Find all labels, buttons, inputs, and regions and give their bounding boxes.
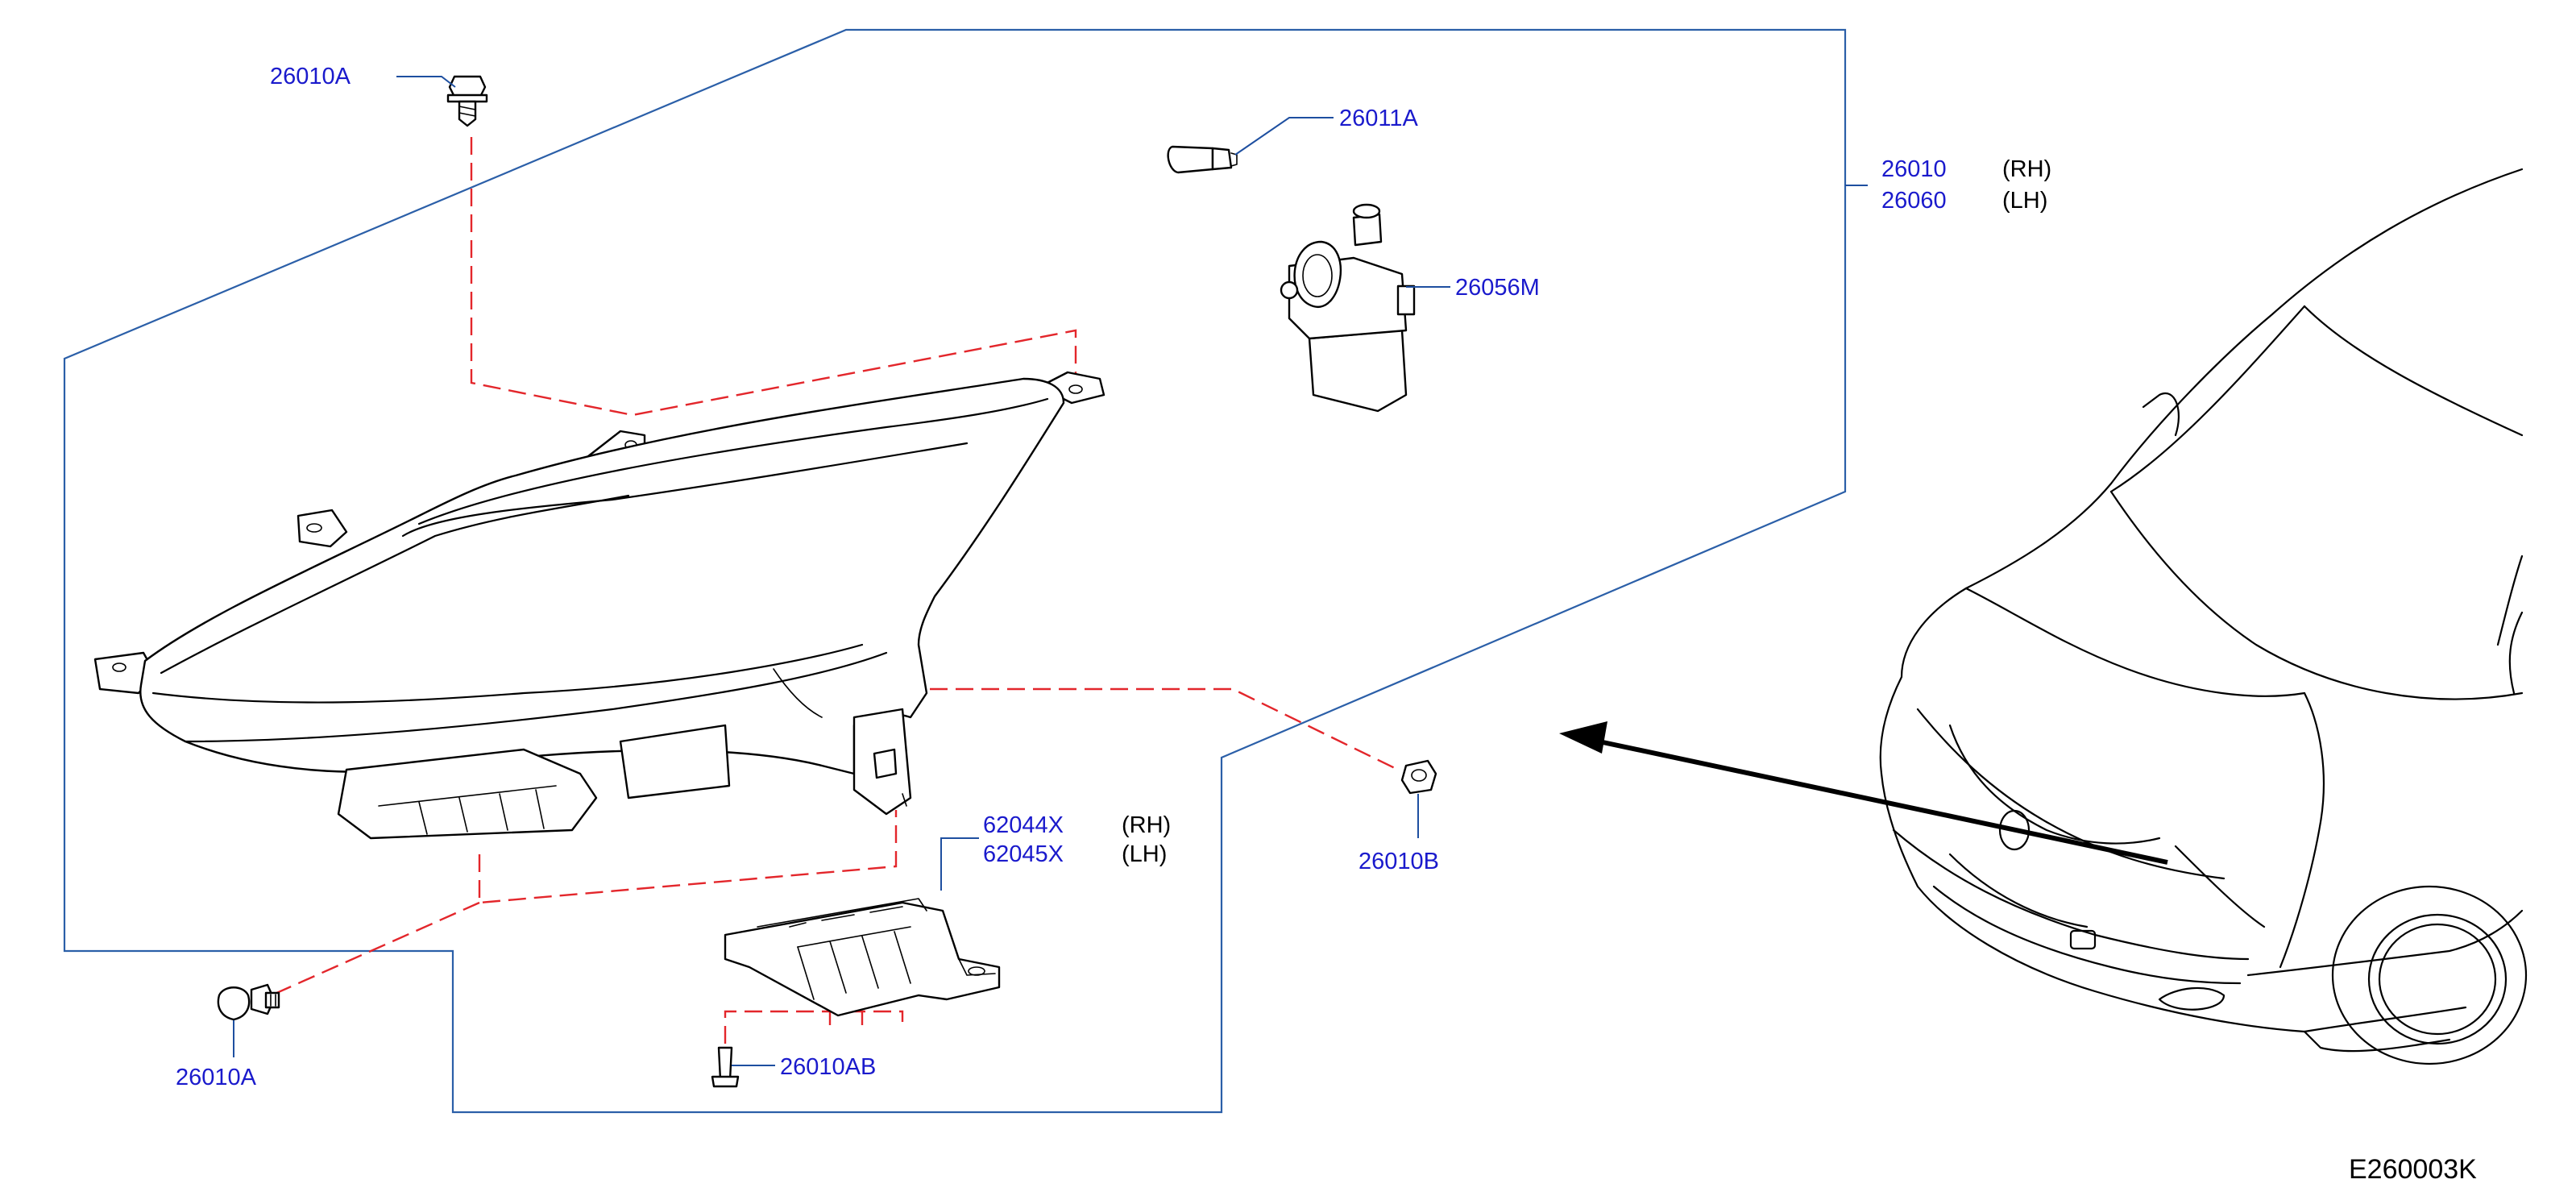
diagram-code: E260003K bbox=[2349, 1154, 2477, 1185]
bolt-icon bbox=[446, 75, 488, 127]
view-arrow-icon bbox=[1559, 721, 2168, 865]
callout-bracket-rh-side: (RH) bbox=[1122, 812, 1171, 838]
callout-headlamp-lh[interactable]: 26060 bbox=[1881, 188, 1947, 214]
callout-bracket-lh-side: (LH) bbox=[1122, 841, 1167, 867]
bulb-icon bbox=[1167, 145, 1238, 174]
callout-screw[interactable]: 26010AB bbox=[780, 1054, 876, 1080]
vehicle-icon bbox=[1879, 168, 2528, 1065]
nut-icon bbox=[1400, 759, 1437, 795]
callout-bracket-lh[interactable]: 62045X bbox=[983, 841, 1064, 867]
bracket-icon bbox=[724, 898, 1001, 1017]
callout-headlamp-lh-side: (LH) bbox=[2002, 188, 2047, 214]
screw-icon bbox=[711, 1046, 740, 1088]
callout-bulb[interactable]: 26011A bbox=[1339, 106, 1418, 131]
bolt-icon bbox=[217, 983, 280, 1021]
hidden-lines bbox=[265, 137, 1399, 1044]
callout-nut[interactable]: 26010B bbox=[1359, 849, 1439, 874]
callout-bracket-rh[interactable]: 62044X bbox=[983, 812, 1064, 838]
headlamp-icon bbox=[93, 371, 1105, 840]
callout-headlamp-rh-side: (RH) bbox=[2002, 156, 2051, 182]
actuator-icon bbox=[1280, 203, 1416, 413]
callout-bolt-top[interactable]: 26010A bbox=[270, 64, 351, 89]
assembly-boundary bbox=[63, 28, 1847, 1114]
callout-actuator[interactable]: 26056M bbox=[1455, 275, 1540, 301]
callout-bolt-bottom[interactable]: 26010A bbox=[176, 1065, 257, 1090]
callout-headlamp-rh[interactable]: 26010 bbox=[1881, 156, 1947, 182]
